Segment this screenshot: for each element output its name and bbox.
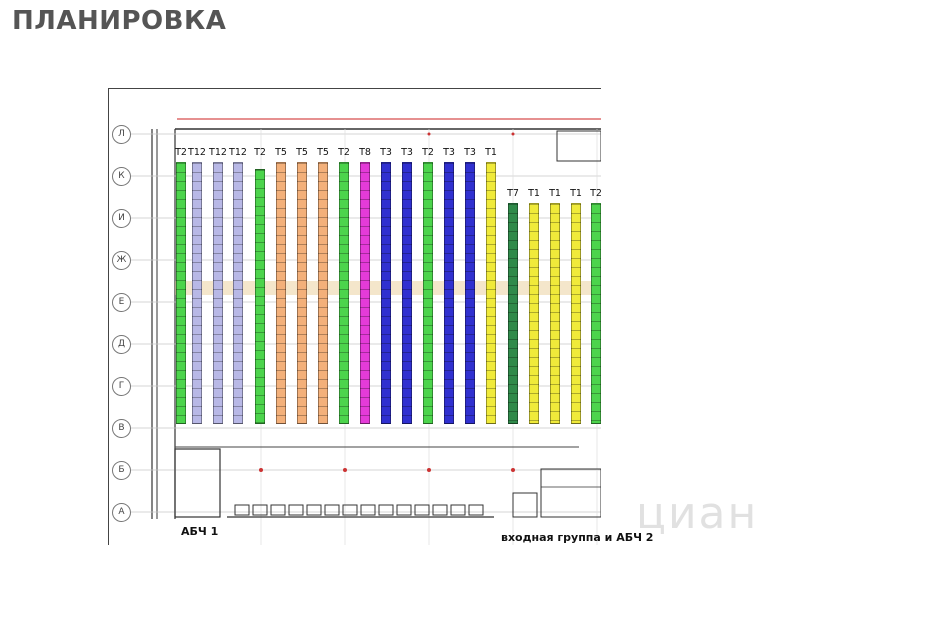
rack-row-label: T5 — [296, 147, 308, 158]
rack-row-label: T1 — [528, 188, 540, 199]
rack-row-label: T12 — [229, 147, 247, 158]
rack-row-label: T2 — [338, 147, 350, 158]
rack-row-label: T2 — [175, 147, 187, 158]
axis-bubble-g: Г — [112, 377, 131, 396]
rack-row-7 — [297, 162, 307, 424]
rack-row-15 — [465, 162, 475, 424]
rack-row-label: T8 — [359, 147, 371, 158]
rack-row-8 — [318, 162, 328, 424]
rack-row-16 — [486, 162, 496, 424]
rack-row-5 — [255, 169, 265, 424]
rack-row-18 — [529, 203, 539, 424]
rack-row-12 — [402, 162, 412, 424]
rack-row-label: T2 — [254, 147, 266, 158]
rack-row-label: T5 — [275, 147, 287, 158]
rack-row-2 — [192, 162, 202, 424]
rack-row-label: T5 — [317, 147, 329, 158]
axis-bubble-v: В — [112, 419, 131, 438]
rack-row-21 — [591, 203, 601, 424]
rack-row-11 — [381, 162, 391, 424]
axis-bubble-l: Л — [112, 125, 131, 144]
rack-row-9 — [339, 162, 349, 424]
rack-row-19 — [550, 203, 560, 424]
rack-row-4 — [233, 162, 243, 424]
rack-row-label: T12 — [209, 147, 227, 158]
axis-bubble-k: К — [112, 167, 131, 186]
rack-row-13 — [423, 162, 433, 424]
rack-row-label: T3 — [464, 147, 476, 158]
rack-row-label: T1 — [485, 147, 497, 158]
rack-row-6 — [276, 162, 286, 424]
rack-row-label: T3 — [380, 147, 392, 158]
rack-row-1 — [176, 162, 186, 424]
axis-bubble-a: А — [112, 503, 131, 522]
rack-row-label: T1 — [549, 188, 561, 199]
axis-bubble-e: Е — [112, 293, 131, 312]
rack-row-3 — [213, 162, 223, 424]
rack-row-14 — [444, 162, 454, 424]
rack-row-label: T3 — [401, 147, 413, 158]
rack-row-17 — [508, 203, 518, 424]
page-title: ПЛАНИРОВКА — [12, 6, 227, 36]
rack-row-label: T2 — [422, 147, 434, 158]
rack-row-label: T12 — [188, 147, 206, 158]
axis-bubble-i: И — [112, 209, 131, 228]
watermark: циан — [636, 488, 759, 539]
axis-bubble-b: Б — [112, 461, 131, 480]
rack-row-label: T3 — [443, 147, 455, 158]
axis-bubble-d: Д — [112, 335, 131, 354]
rack-row-label: T2 — [590, 188, 601, 199]
rack-row-label: T7 — [507, 188, 519, 199]
axis-bubble-zh: Ж — [112, 251, 131, 270]
rack-row-label: T1 — [570, 188, 582, 199]
rack-row-20 — [571, 203, 581, 424]
rack-row-10 — [360, 162, 370, 424]
abch1-label: АБЧ 1 — [181, 525, 219, 538]
entry-group-label: входная группа и АБЧ 2 — [501, 531, 654, 544]
